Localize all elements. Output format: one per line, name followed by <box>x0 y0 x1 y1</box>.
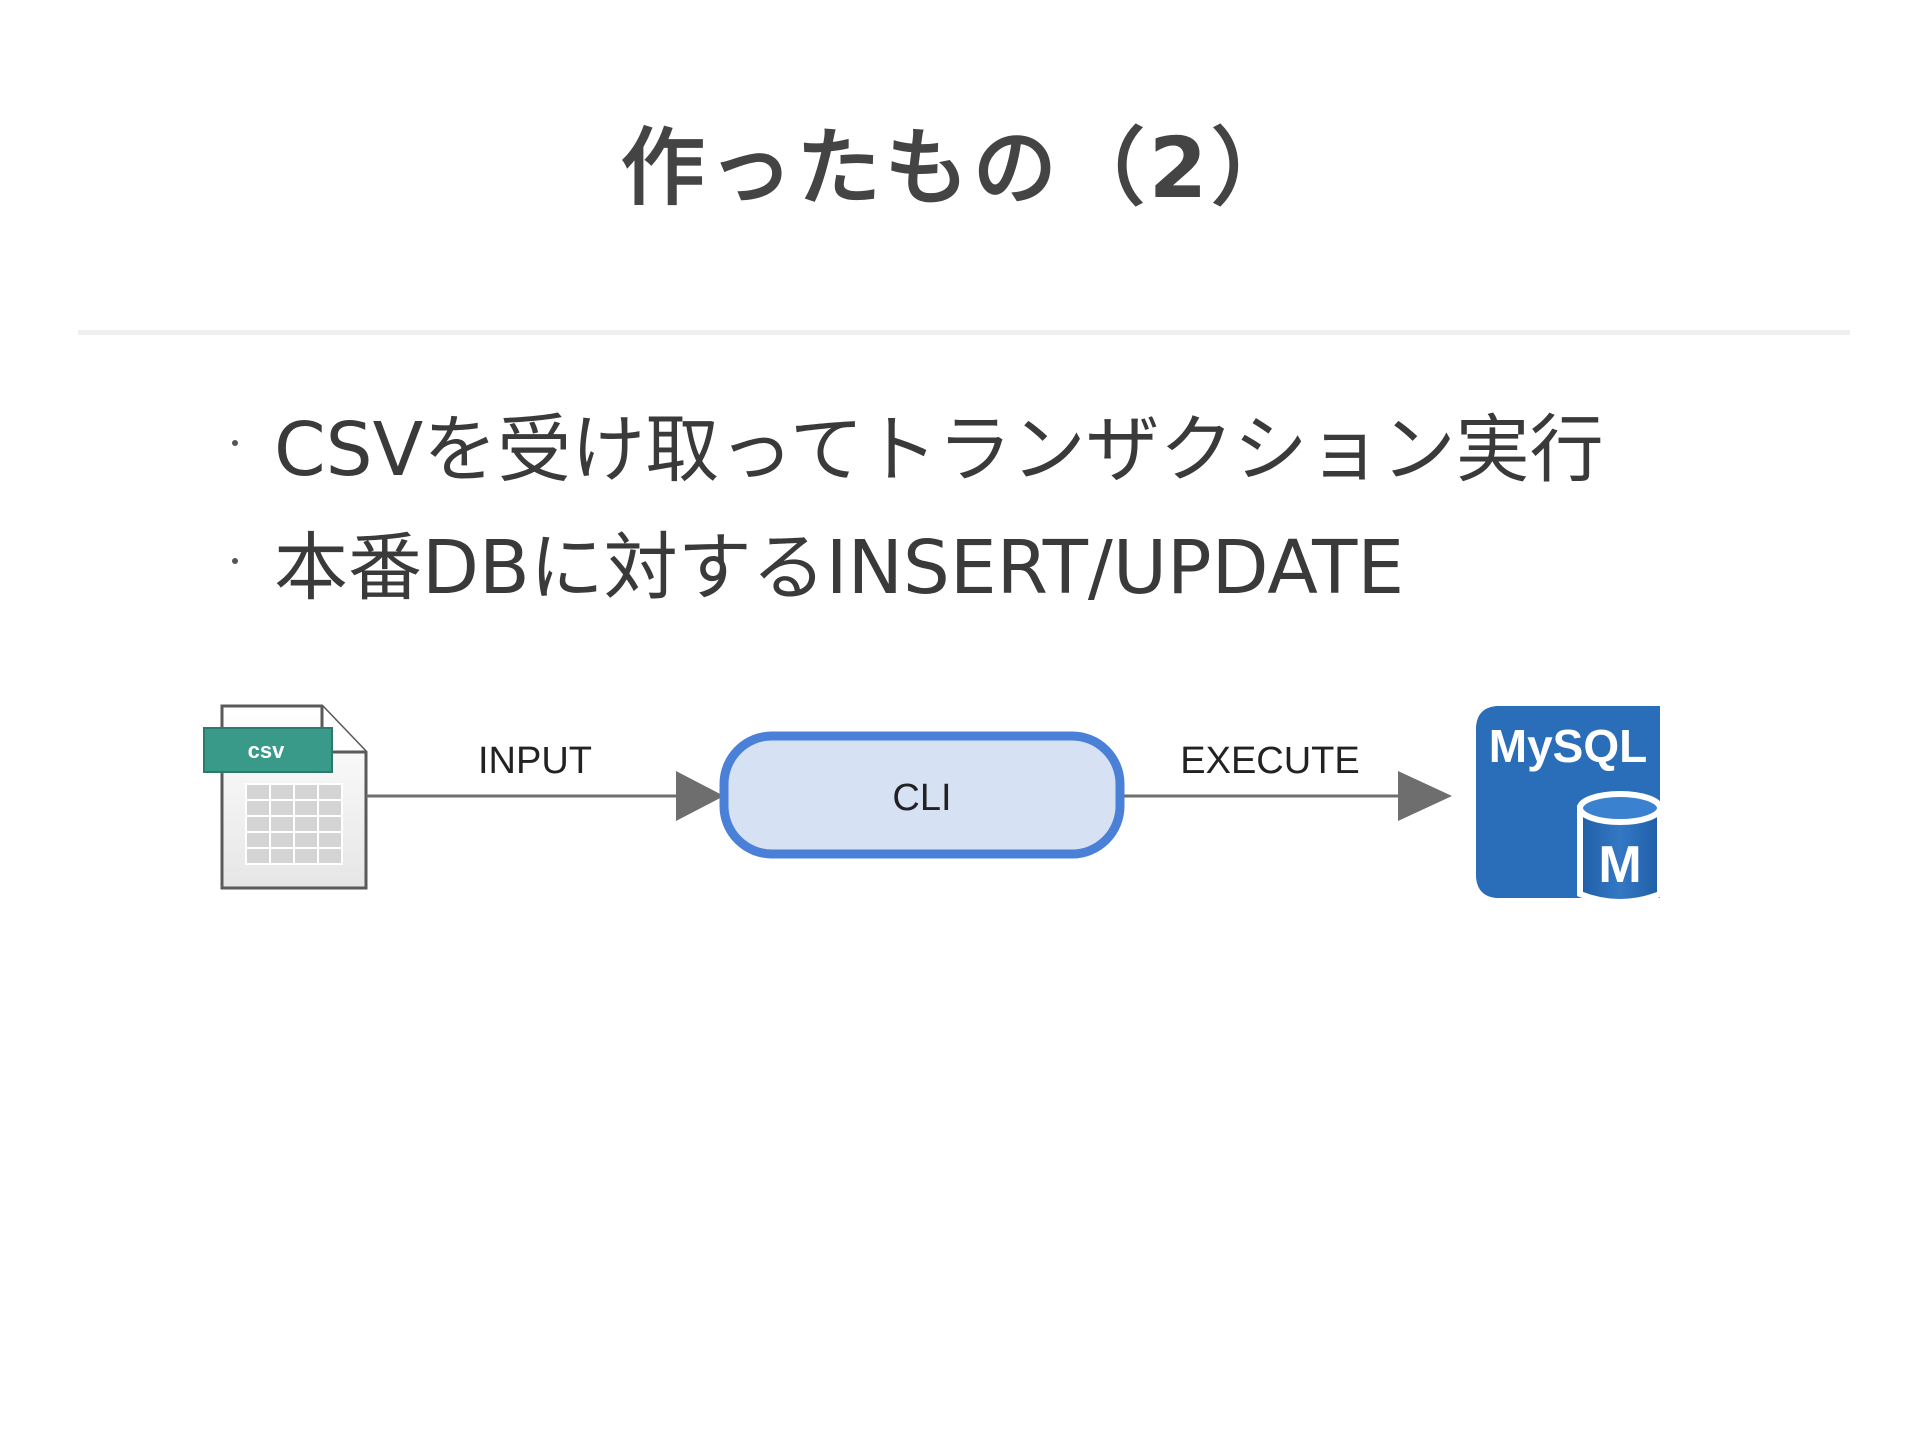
csv-file-icon: csv <box>203 704 368 890</box>
title-divider <box>78 330 1850 335</box>
bullet-item: 本番DBに対するINSERT/UPDATE <box>222 502 1604 620</box>
bullet-icon <box>232 440 238 446</box>
slide-title: 作ったもの（2） <box>620 119 1300 217</box>
mysql-icon: MySQL M <box>1476 700 1700 910</box>
execute-arrow <box>1124 771 1452 821</box>
csv-badge <box>203 727 333 773</box>
bullet-text: CSVを受け取ってトランザクション実行 <box>274 406 1604 493</box>
bullet-text: 本番DBに対するINSERT/UPDATE <box>274 524 1405 611</box>
input-label: INPUT <box>478 740 592 782</box>
mysql-label: MySQL <box>1489 720 1647 772</box>
cli-node: CLI <box>719 731 1125 859</box>
csv-badge-label: csv <box>248 738 285 763</box>
bullet-list: CSVを受け取ってトランザクション実行 本番DBに対するINSERT/UPDAT… <box>222 384 1604 620</box>
bullet-icon <box>232 558 238 564</box>
execute-label: EXECUTE <box>1180 740 1359 782</box>
mysql-cylinder-letter: M <box>1598 836 1641 894</box>
cli-label: CLI <box>892 777 951 819</box>
spreadsheet-grid-icon <box>245 783 343 865</box>
bullet-item: CSVを受け取ってトランザクション実行 <box>222 384 1604 502</box>
database-cylinder-icon: M <box>1577 791 1663 905</box>
input-arrow <box>366 771 724 821</box>
